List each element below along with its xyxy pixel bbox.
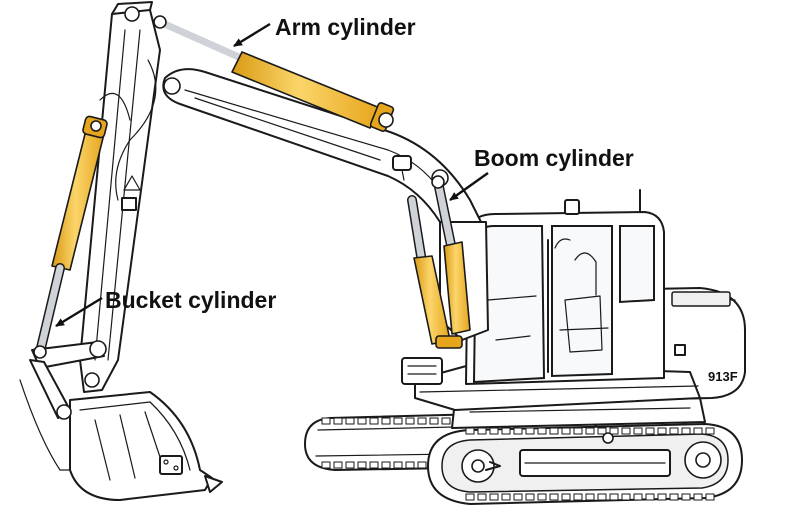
track-shoe (357, 417, 367, 425)
track-shoe (345, 417, 355, 425)
track-shoe (573, 493, 583, 501)
track-shoe (537, 493, 547, 501)
track-shoe (489, 427, 499, 435)
track-shoe (489, 493, 499, 501)
track-shoe (345, 461, 355, 469)
model-badge: 913F (708, 369, 738, 384)
track-shoe (549, 427, 559, 435)
track-shoe (477, 427, 487, 435)
track-shoe (633, 493, 643, 501)
track-shoe (321, 417, 331, 425)
label-bucket-cylinder: Bucket cylinder (105, 287, 276, 313)
track-shoe (657, 427, 667, 435)
track-shoe (333, 417, 343, 425)
upper-structure: 913F (401, 189, 746, 411)
right-track (427, 423, 743, 505)
track-shoe (621, 427, 631, 435)
track-shoe (393, 461, 403, 469)
track-shoe (393, 417, 403, 425)
track-shoe (633, 427, 643, 435)
track-shoe (537, 427, 547, 435)
track-shoe (465, 427, 475, 435)
track-shoe (405, 461, 415, 469)
track-shoe (561, 493, 571, 501)
track-shoe (681, 427, 691, 435)
arrow-bucket-cylinder (55, 296, 103, 328)
track-shoe (657, 493, 667, 501)
label-boom-cylinder: Boom cylinder (474, 145, 634, 171)
track-shoe (369, 417, 379, 425)
track-shoe (585, 493, 595, 501)
track-shoe (381, 461, 391, 469)
bucket (69, 391, 223, 501)
track-shoe (597, 493, 607, 501)
track-shoe (621, 493, 631, 501)
track-shoe (501, 427, 511, 435)
track-shoe (513, 427, 523, 435)
track-shoe (669, 427, 679, 435)
track-shoe (705, 427, 715, 435)
track-shoe (513, 493, 523, 501)
track-shoe (417, 461, 427, 469)
track-shoe (609, 493, 619, 501)
track-shoe (549, 493, 559, 501)
track-shoe (645, 493, 655, 501)
arrow-boom-cylinder (449, 172, 489, 201)
track-shoe (693, 427, 703, 435)
track-shoe (405, 417, 415, 425)
track-shoe (465, 493, 475, 501)
track-shoe (585, 427, 595, 435)
callout-boom-cylinder: Boom cylinder (449, 145, 634, 201)
track-shoe (693, 493, 703, 501)
track-shoe (477, 493, 487, 501)
track-shoe (417, 417, 427, 425)
bucket-linkage (19, 340, 107, 471)
track-shoe (525, 493, 535, 501)
arrow-arm-cylinder (233, 22, 271, 48)
callout-arm-cylinder: Arm cylinder (233, 14, 416, 48)
track-shoe (501, 493, 511, 501)
track-shoe (321, 461, 331, 469)
track-shoe (381, 417, 391, 425)
track-shoe (573, 427, 583, 435)
bucket-cylinder (33, 115, 108, 359)
track-shoe (645, 427, 655, 435)
arm-cylinder (153, 15, 395, 132)
track-shoe (333, 461, 343, 469)
track-shoe (369, 461, 379, 469)
operator-cab (465, 189, 665, 385)
track-shoe (681, 493, 691, 501)
track-shoe (705, 493, 715, 501)
track-shoe (609, 427, 619, 435)
track-shoe (561, 427, 571, 435)
track-shoe (525, 427, 535, 435)
callout-bucket-cylinder: Bucket cylinder (55, 287, 276, 328)
arm (79, 1, 161, 393)
track-shoe (429, 417, 439, 425)
boom-cylinder (407, 175, 471, 349)
label-arm-cylinder: Arm cylinder (275, 14, 416, 40)
track-shoe (597, 427, 607, 435)
track-shoe (357, 461, 367, 469)
track-shoe (441, 417, 451, 425)
undercarriage (304, 397, 743, 505)
track-shoe (669, 493, 679, 501)
